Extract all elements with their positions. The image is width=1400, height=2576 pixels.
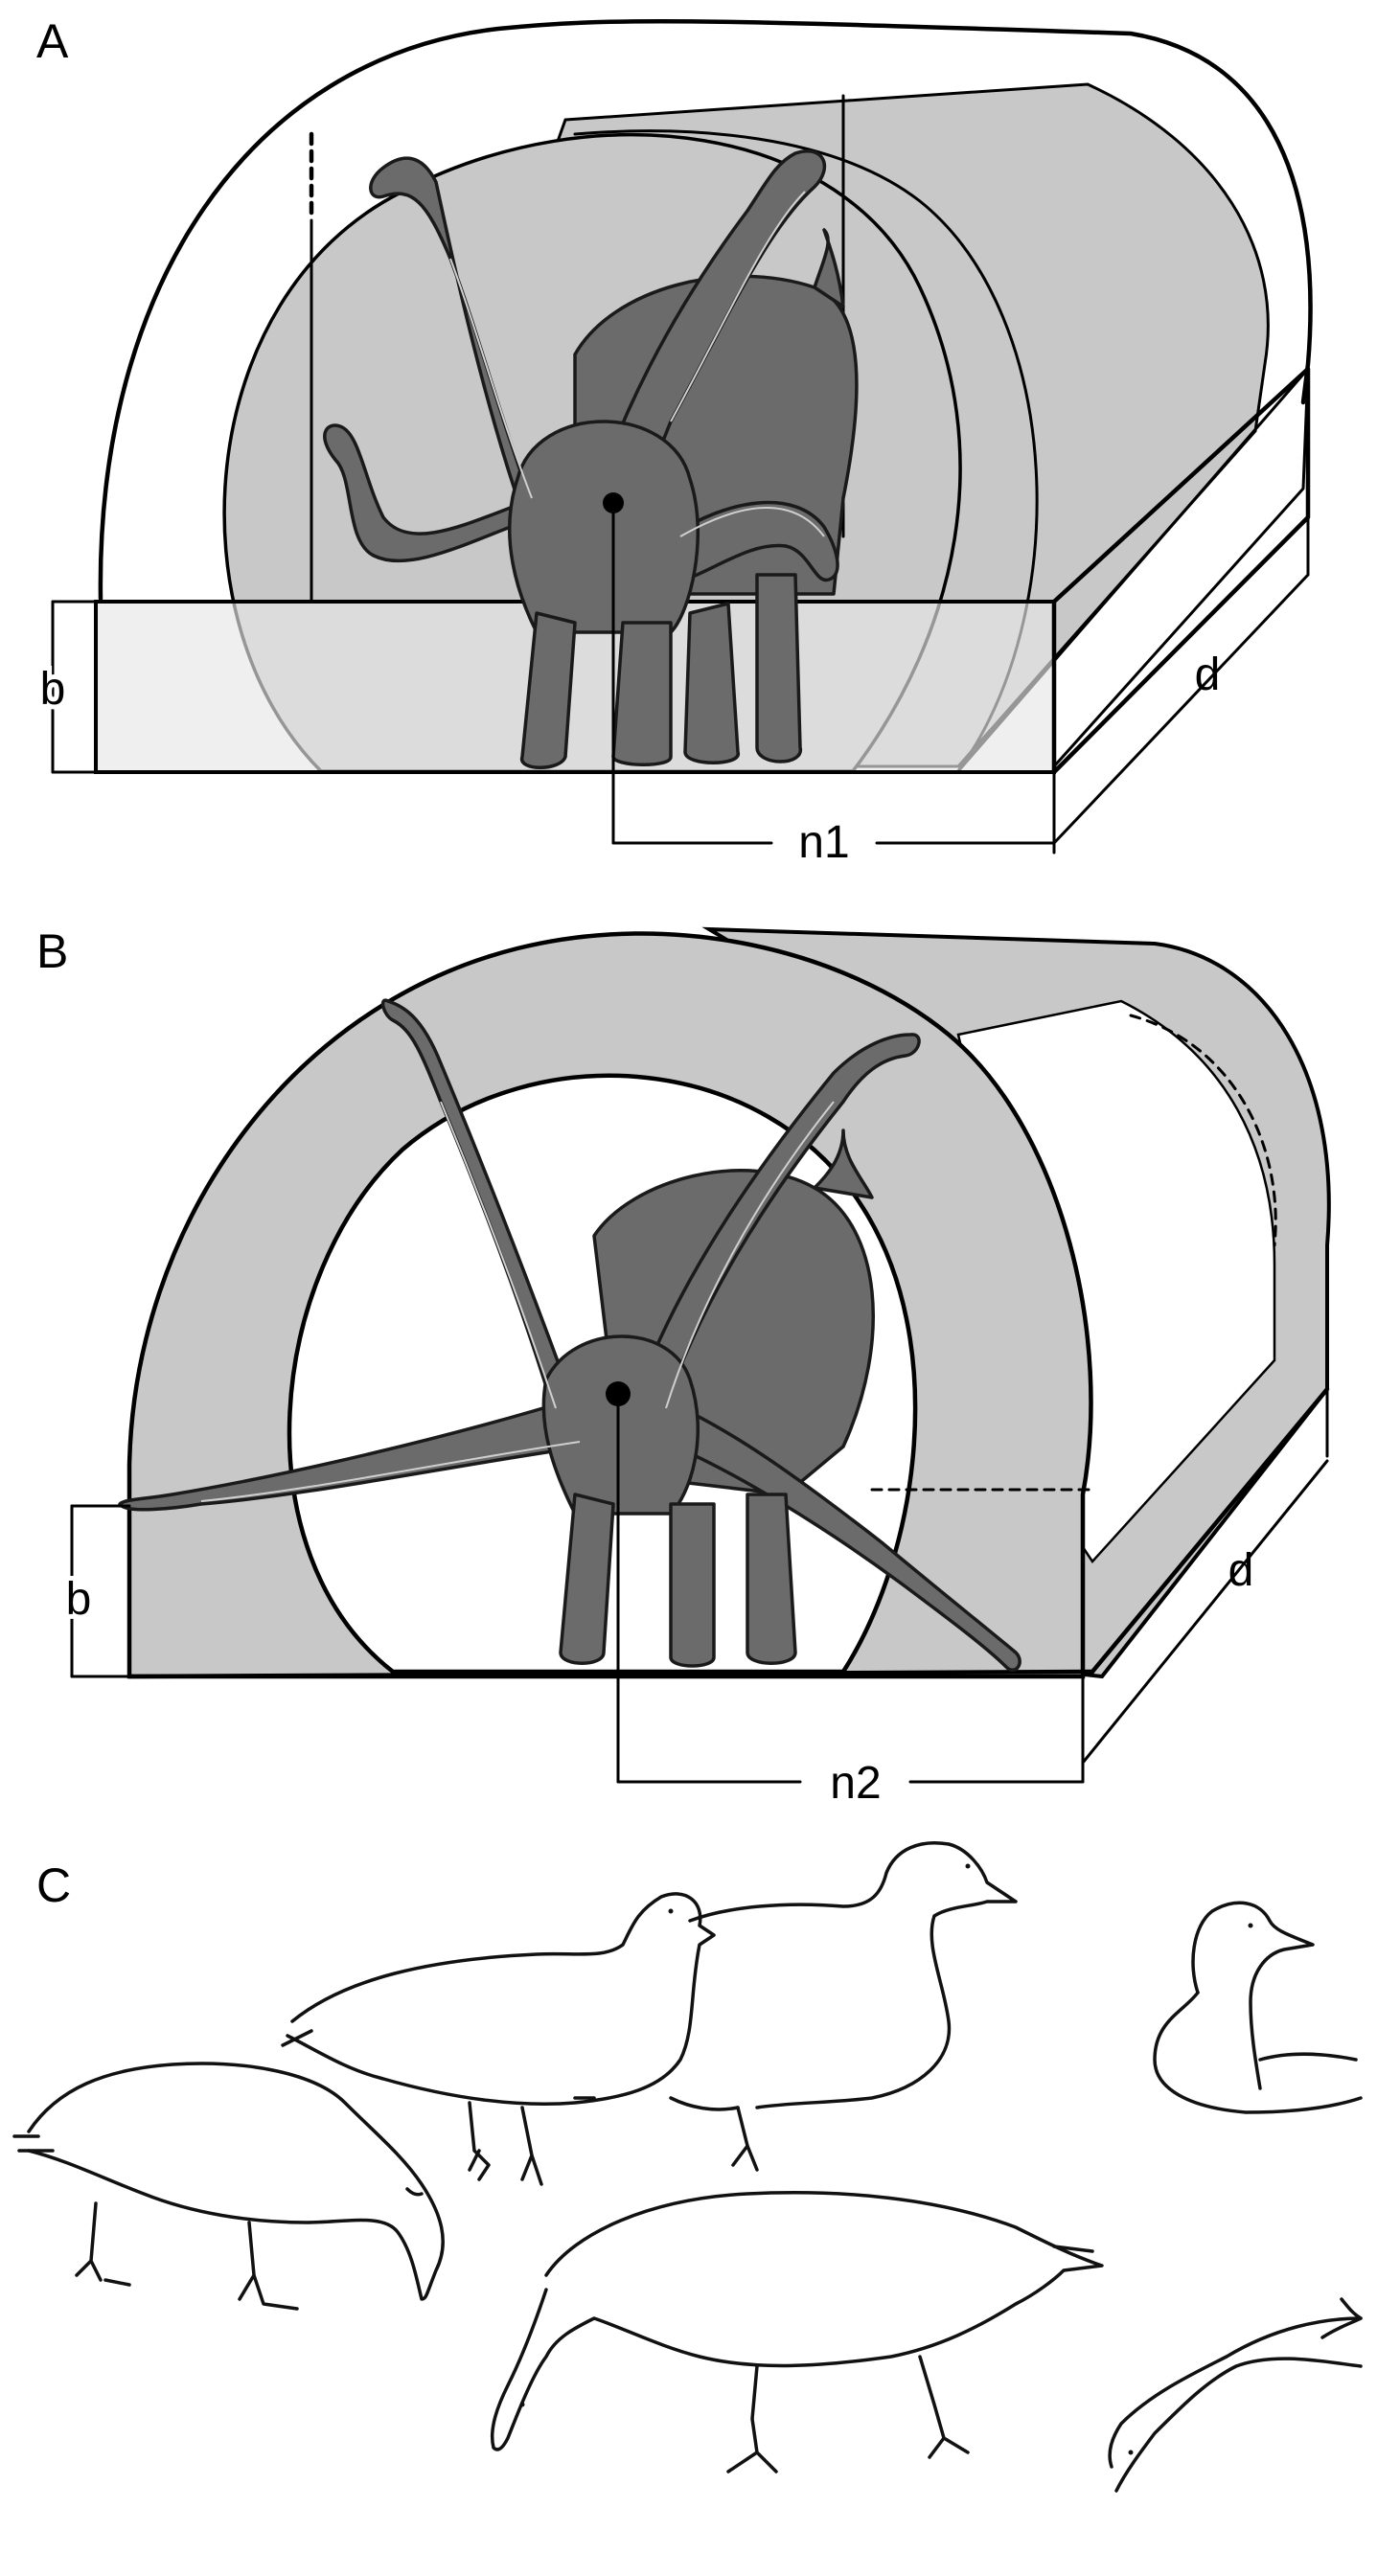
panel-b-n2-label: n2 <box>830 1758 881 1809</box>
panel-b-d-line <box>1081 1459 1329 1765</box>
panel-a-b-label: b <box>40 664 66 715</box>
panel-a: A <box>35 14 1313 868</box>
panel-b-ring <box>126 931 1093 1679</box>
goose-partial-bottom-right <box>1108 2297 1363 2493</box>
panel-b-sauropods <box>118 998 1021 1673</box>
goose-grazing-center <box>490 2191 1104 2473</box>
panel-a-sauropods <box>323 149 859 769</box>
panel-b-base-front <box>126 1669 1095 1679</box>
panel-c-label: C <box>36 1858 71 1912</box>
goose-standing-right <box>669 1841 1018 2172</box>
panel-a-base-slab <box>94 600 1056 774</box>
panel-a-d-line <box>1052 573 1310 845</box>
goose-standing-mid <box>281 1892 716 2186</box>
panel-b-base-side <box>1090 1386 1330 1675</box>
panel-b-dash-arc <box>1129 1014 1277 1247</box>
panel-b-d-label: d <box>1228 1545 1254 1596</box>
panel-b-label: B <box>36 924 68 978</box>
panel-a-n1-label: n1 <box>798 817 849 868</box>
goose-sitting-right <box>1153 1901 1363 2114</box>
panel-a-outer-arch <box>98 18 1313 602</box>
panel-b-b-label: b <box>66 1574 92 1625</box>
panel-b: B <box>36 924 1331 1809</box>
panel-a-d-label: d <box>1195 650 1221 700</box>
panel-b-tube-interior <box>956 999 1276 1564</box>
panel-c: C <box>12 1841 1363 2493</box>
panel-a-label: A <box>36 14 69 68</box>
goose-grazing-left <box>12 2062 445 2311</box>
